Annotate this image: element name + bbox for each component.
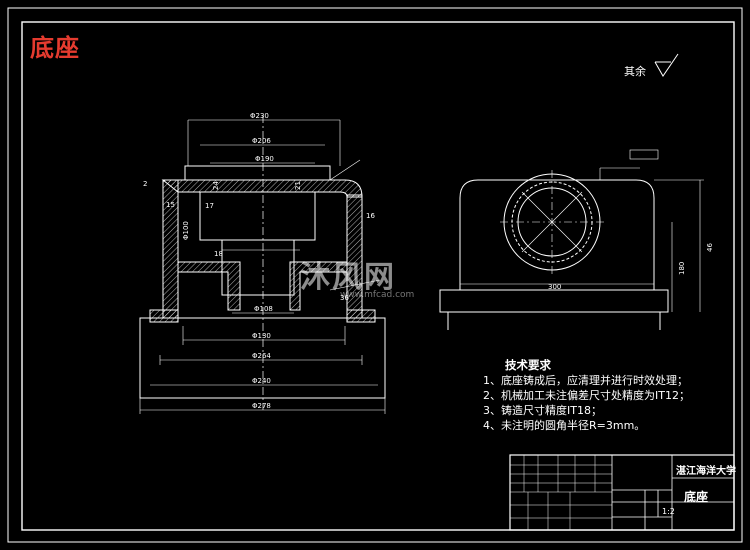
dim-label: Φ230 bbox=[250, 112, 269, 120]
technical-requirement-item: 2、机械加工未注偏差尺寸处精度为IT12； bbox=[483, 389, 690, 402]
inner-border bbox=[21, 21, 735, 531]
dim-label: 46 bbox=[706, 243, 714, 252]
dim-label: Φ206 bbox=[252, 137, 271, 145]
title-block bbox=[509, 454, 735, 531]
side-body bbox=[459, 179, 655, 290]
dim-label: Φ264 bbox=[252, 352, 271, 360]
watermark-logo: 沐风网 bbox=[300, 260, 396, 295]
top-boss bbox=[161, 179, 363, 198]
dim-label: 24 bbox=[212, 181, 220, 190]
dim-label: 17 bbox=[205, 202, 214, 210]
dim-label: 300 bbox=[548, 283, 561, 291]
dim-label: 180 bbox=[678, 262, 686, 275]
dim-label: 2 bbox=[143, 180, 147, 188]
dim-label: Φ278 bbox=[252, 402, 271, 410]
title-block-school: 湛江海洋大学 bbox=[676, 466, 736, 477]
dim-label: 18 bbox=[214, 250, 223, 258]
side-base bbox=[439, 289, 669, 313]
side-dimension-labels: 300 180 46 bbox=[548, 243, 714, 291]
roughness-note: 其余 bbox=[624, 65, 646, 78]
technical-requirement-item: 3、铸造尺寸精度IT18； bbox=[483, 404, 602, 417]
page-title: 底座 bbox=[30, 34, 80, 62]
dim-label: 16 bbox=[366, 212, 375, 220]
front-view bbox=[139, 115, 386, 414]
dim-label: Φ190 bbox=[255, 155, 274, 163]
dim-label: 21 bbox=[294, 181, 302, 190]
outer-border bbox=[7, 7, 743, 543]
dim-label: Φ100 bbox=[182, 221, 190, 240]
front-dimension-labels: Φ230 Φ206 Φ190 Φ100 Φ108 Φ130 Φ264 Φ240 … bbox=[143, 112, 375, 410]
dim-label: 36 bbox=[340, 294, 349, 302]
dim-label: Φ130 bbox=[252, 332, 271, 340]
title-block-scale: 1:2 bbox=[662, 507, 675, 516]
side-view bbox=[439, 149, 704, 330]
title-block-part-name: 底座 bbox=[684, 490, 709, 504]
dim-label: 15 bbox=[166, 201, 175, 209]
roughness-symbol bbox=[654, 53, 679, 77]
watermark-url: www.mfcad.com bbox=[340, 290, 415, 300]
technical-requirements-heading: 技术要求 bbox=[505, 358, 551, 372]
technical-requirement-item: 1、底座铸成后，应清理并进行时效处理； bbox=[483, 374, 688, 387]
dim-label: Φ240 bbox=[252, 377, 271, 385]
dim-label: Φ108 bbox=[254, 305, 273, 313]
technical-requirement-item: 4、未注明的圆角半径R=3mm。 bbox=[483, 419, 646, 432]
